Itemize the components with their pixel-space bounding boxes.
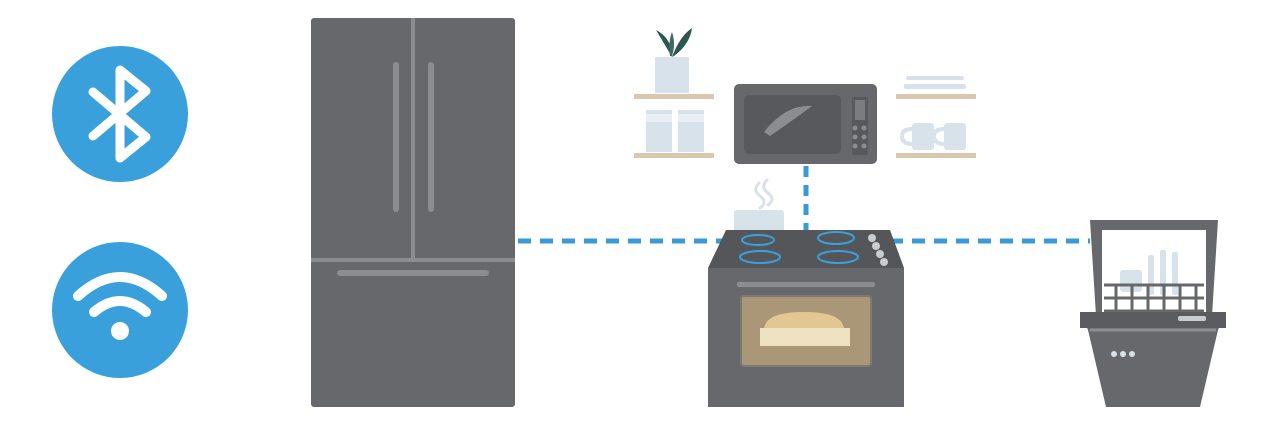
connection-lines [518, 166, 1090, 244]
microwave [734, 84, 877, 164]
left-shelves [634, 28, 714, 158]
dishwasher [1080, 220, 1226, 407]
refrigerator [311, 18, 515, 407]
range-oven [708, 178, 904, 407]
right-shelves [896, 76, 976, 158]
bluetooth-icon [52, 46, 188, 182]
wifi-icon [52, 242, 188, 378]
